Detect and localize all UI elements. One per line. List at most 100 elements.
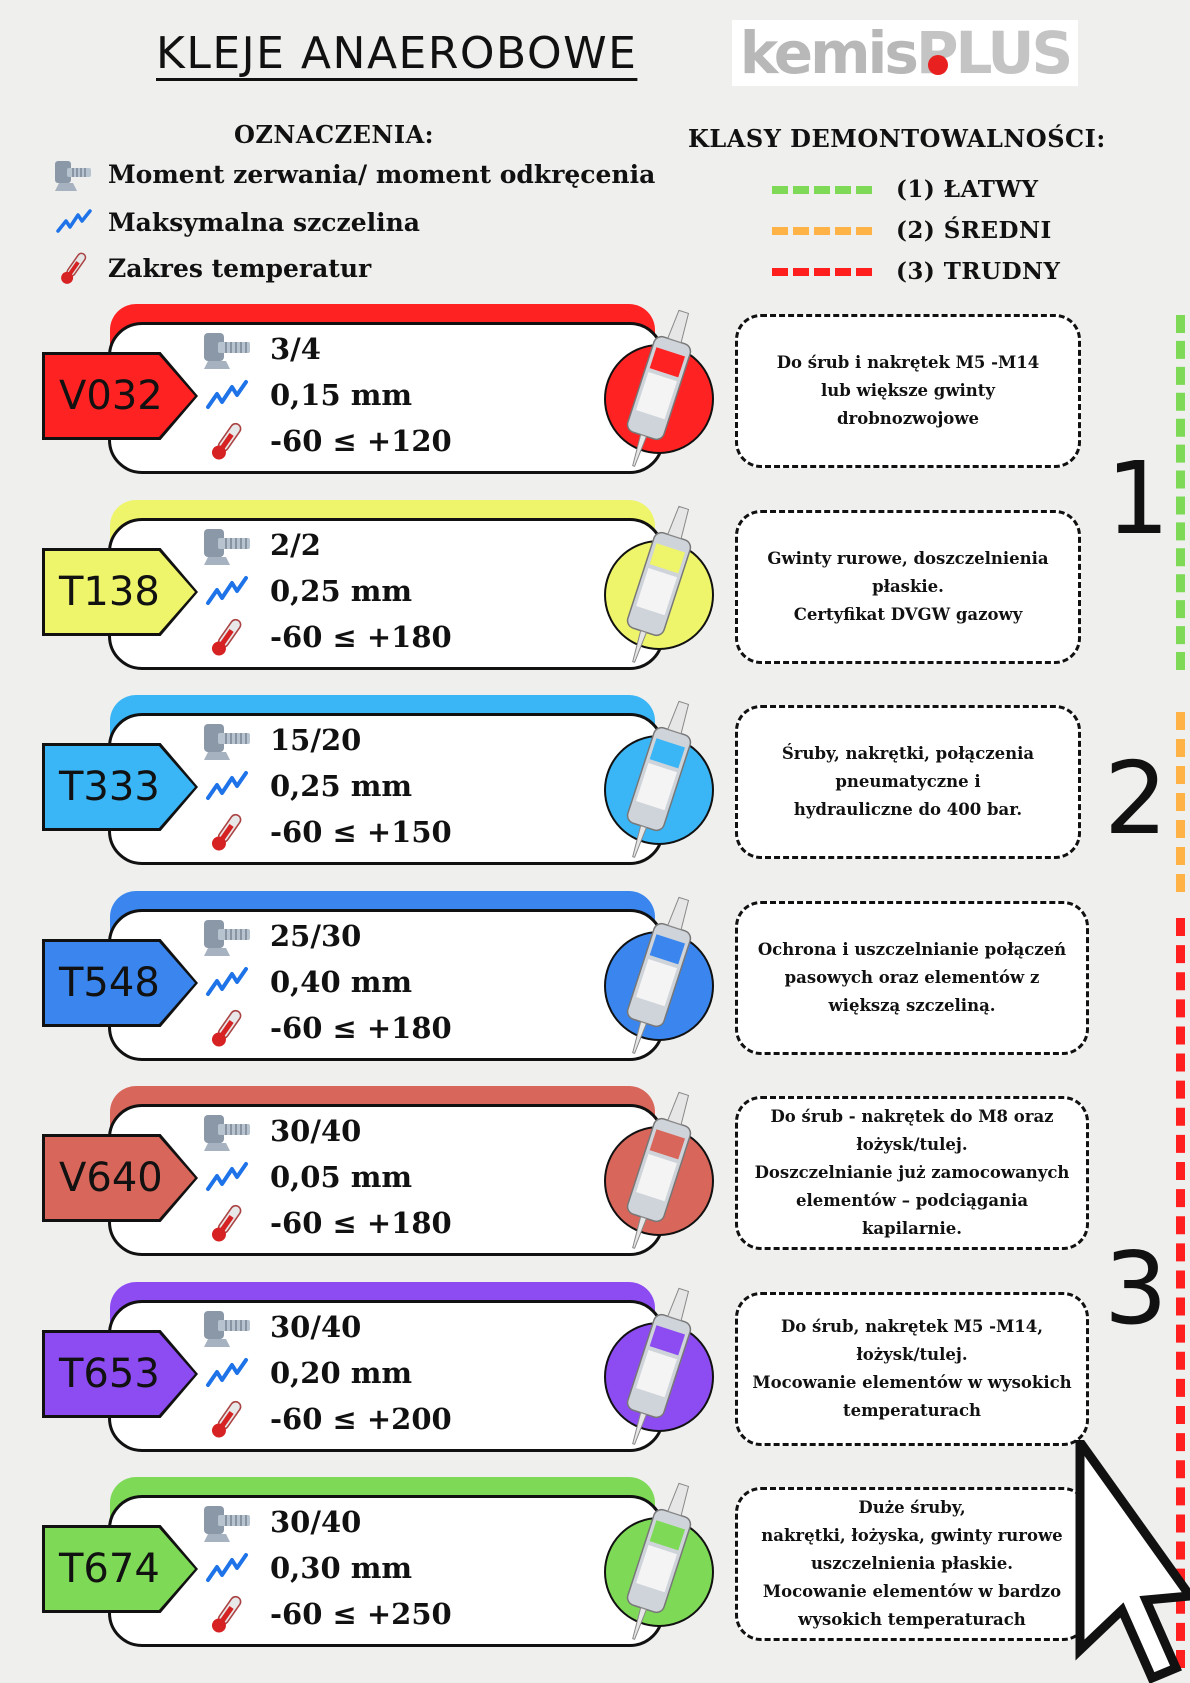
temperature-value: -60 ≤ +250 (270, 1597, 452, 1631)
torque-value: 2/2 (270, 528, 321, 562)
description-line: nakrętki, łożyska, gwinty rurowe (761, 1526, 1063, 1545)
description-line: Duże śruby, (858, 1498, 966, 1517)
gap-zigzag-icon (200, 960, 254, 1004)
bolt-icon (200, 1500, 254, 1544)
class-2-line (1176, 712, 1185, 892)
spec-list: 30/40 0,30 mm -60 ≤ +250 (200, 1499, 452, 1637)
spec-list: 30/40 0,05 mm -60 ≤ +180 (200, 1108, 452, 1246)
product-bottle-image (614, 298, 704, 478)
product-bottle-image (614, 494, 704, 674)
class-3-line (1176, 918, 1185, 1668)
torque-value: 30/40 (270, 1114, 362, 1148)
bolt-icon (200, 523, 254, 567)
orange-dash-line (772, 226, 872, 235)
green-dash-line (772, 185, 872, 194)
class-hard: (3) TRUDNY (772, 258, 1060, 285)
bolt-icon (52, 154, 96, 194)
temperature-value: -60 ≤ +180 (270, 620, 452, 654)
product-code-tag: T674 (45, 1528, 195, 1610)
product-bottle-image (614, 689, 704, 869)
description-line: pasowych oraz elementów z (784, 968, 1040, 987)
gap-zigzag-icon (200, 1546, 254, 1590)
gap-value: 0,05 mm (270, 1160, 413, 1194)
bolt-icon (200, 1109, 254, 1153)
cursor-icon (1075, 1440, 1190, 1683)
description-line: łożysk/tulej. (856, 1135, 968, 1154)
classes-heading: KLASY DEMONTOWALNOŚCI: (688, 124, 1106, 153)
class-number-2: 2 (1104, 740, 1168, 857)
gap-value: 0,20 mm (270, 1356, 413, 1390)
class-medium: (2) ŚREDNI (772, 217, 1052, 244)
temperature-value: -60 ≤ +180 (270, 1011, 452, 1045)
description-line: elementów – podciągania (795, 1191, 1029, 1210)
description-line: łożysk/tulej. (856, 1345, 968, 1364)
product-bottle-image (614, 1471, 704, 1651)
description-box: Gwinty rurowe, doszczelnienia płaskie. Cer… (735, 510, 1081, 664)
legend-item-temperature: Zakres temperatur (52, 248, 371, 288)
class-1-line (1176, 315, 1185, 670)
torque-value: 30/40 (270, 1505, 362, 1539)
product-bottle-image (614, 1080, 704, 1260)
spec-list: 15/20 0,25 mm -60 ≤ +150 (200, 717, 452, 855)
thermometer-icon (200, 1397, 254, 1441)
description-line: Gwinty rurowe, doszczelnienia (767, 549, 1049, 568)
spec-card (108, 518, 664, 670)
spec-card (108, 1300, 664, 1452)
description-line: uszczelnienia płaskie. (810, 1554, 1014, 1573)
gap-zigzag-icon (200, 1351, 254, 1395)
legend-item-gap: Maksymalna szczelina (52, 202, 420, 242)
legend-heading: OZNACZENIA: (234, 120, 435, 149)
product-code-tag: V032 (45, 355, 195, 437)
description-line: Doszczelnianie już zamocowanych (754, 1163, 1070, 1182)
product-code-tag: T138 (45, 551, 195, 633)
gap-zigzag-icon (200, 1155, 254, 1199)
temperature-value: -60 ≤ +200 (270, 1402, 452, 1436)
thermometer-icon (200, 615, 254, 659)
product-bottle-image (614, 885, 704, 1065)
description-line: temperaturach (842, 1401, 982, 1420)
spec-list: 25/30 0,40 mm -60 ≤ +180 (200, 913, 452, 1051)
gap-value: 0,15 mm (270, 378, 413, 412)
bolt-icon (200, 914, 254, 958)
description-box: Do śrub - nakrętek do M8 oraz łożysk/tule… (735, 1096, 1089, 1250)
spec-card (108, 1104, 664, 1256)
page-title: KLEJE ANAEROBOWE (156, 28, 638, 79)
thermometer-icon (200, 810, 254, 854)
description-line: większą szczeliną. (828, 996, 996, 1015)
description-line: Mocowanie elementów w wysokich (752, 1373, 1072, 1392)
description-line: Mocowanie elementów w bardzo (762, 1582, 1062, 1601)
description-line: wysokich temperaturach (798, 1610, 1026, 1629)
description-line: pneumatyczne i (835, 772, 981, 791)
torque-value: 30/40 (270, 1310, 362, 1344)
temperature-value: -60 ≤ +180 (270, 1206, 452, 1240)
torque-value: 15/20 (270, 723, 362, 757)
description-line: lub większe gwinty drobnozwojowe (820, 381, 996, 428)
product-bottle-image (614, 1276, 704, 1456)
gap-value: 0,25 mm (270, 769, 413, 803)
description-line: Śruby, nakrętki, połączenia (781, 744, 1035, 763)
description-box: Duże śruby, nakrętki, łożyska, gwinty rur… (735, 1487, 1089, 1641)
description-line: Certyfikat DVGW gazowy (793, 605, 1023, 624)
class-number-3: 3 (1104, 1230, 1168, 1347)
bolt-icon (200, 327, 254, 371)
description-line: hydrauliczne do 400 bar. (793, 800, 1023, 819)
description-line: płaskie. (872, 577, 944, 596)
gap-value: 0,40 mm (270, 965, 413, 999)
class-easy: (1) ŁATWY (772, 176, 1039, 203)
thermometer-icon (200, 1592, 254, 1636)
product-code-tag: T653 (45, 1333, 195, 1415)
description-box: Do śrub, nakrętek M5 -M14, łożysk/tulej. M… (735, 1292, 1089, 1446)
spec-card (108, 1495, 664, 1647)
description-line: Do śrub, nakrętek M5 -M14, (781, 1317, 1043, 1336)
gap-value: 0,30 mm (270, 1551, 413, 1585)
red-dash-line (772, 267, 872, 276)
temperature-value: -60 ≤ +150 (270, 815, 452, 849)
kemisplus-logo: kemisPLUS (732, 19, 1078, 87)
bolt-icon (200, 718, 254, 762)
description-line: Do śrub i nakrętek M5 -M14 (776, 353, 1040, 372)
torque-value: 25/30 (270, 919, 362, 953)
description-line: Do śrub - nakrętek do M8 oraz (770, 1107, 1054, 1126)
